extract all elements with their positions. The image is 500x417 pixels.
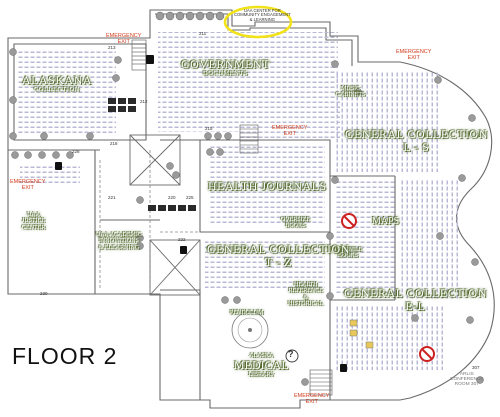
- room-211: 211: [199, 31, 207, 36]
- label-ccel: UAA CENTER FOR COMMUNITY ENGAGEMENT & LE…: [234, 8, 291, 22]
- ccel-1: UAA CENTER FOR: [243, 8, 281, 13]
- emergency-exit-4: EMERGENCY EXIT: [10, 179, 46, 192]
- room-230: 230: [40, 291, 48, 296]
- atrium: [129, 134, 201, 296]
- medical-sub: LIBRARY: [248, 371, 275, 378]
- no-food-icon: [341, 213, 435, 362]
- ccel-2: COMMUNITY ENGAGEMENT: [234, 12, 291, 18]
- exit-4-line1: EMERGENCY: [10, 179, 46, 185]
- health-journals-title: HEALTH JOURNALS: [208, 179, 327, 193]
- emergency-exit-2: EMERGENCY EXIT: [396, 49, 432, 62]
- medical-small: ALASKA: [249, 353, 274, 359]
- alaskana-sub: COLLECTION: [34, 85, 80, 93]
- label-alaskana: ALASKANA COLLECTION: [22, 74, 92, 93]
- conf-1: ARLIS: [459, 372, 474, 377]
- help-icon-circle: [285, 349, 299, 363]
- room-218: 218: [110, 141, 118, 146]
- room-215: 215: [205, 126, 213, 131]
- justice-1: UAA: [27, 212, 41, 218]
- gen-el-sub: E-L: [405, 298, 426, 313]
- exit-2-line1: EMERGENCY: [396, 49, 432, 55]
- juvenile-title: JUVENILE: [334, 247, 363, 253]
- shelving: [18, 32, 460, 370]
- innov-3: & ELEARNING: [98, 244, 140, 251]
- gen-ls-sub: L - S: [403, 139, 430, 154]
- stairs: [131, 39, 333, 396]
- innov-2: INNOVATIONS: [98, 238, 139, 245]
- exit-3-line2: EXIT: [283, 130, 296, 137]
- room-225: 225: [186, 195, 194, 200]
- exit-5-line2: EXIT: [305, 398, 318, 405]
- justice-3: CENTER: [22, 224, 46, 231]
- label-innovations: UAA ACADEMIC INNOVATIONS & ELEARNING: [96, 232, 142, 251]
- gen-ls-title: GENERAL COLLECTION: [345, 127, 488, 141]
- label-oversize: OVERSIZE BOOKS: [281, 217, 310, 230]
- room-220: 220: [168, 195, 176, 200]
- label-health-journals: HEALTH JOURNALS: [208, 180, 327, 193]
- room-221: 221: [108, 195, 116, 200]
- room-212: 212: [140, 99, 148, 104]
- health-ref-4: HISTORICAL: [288, 300, 324, 307]
- elevator-icons: [55, 55, 347, 372]
- label-pendulum: PENDULUM: [230, 310, 263, 316]
- government-title: GOVERNMENT: [181, 57, 270, 71]
- exit-5-line1: EMERGENCY: [294, 393, 330, 399]
- oversize-title: OVERSIZE: [281, 217, 310, 223]
- copier-icons: [349, 319, 374, 349]
- emergency-exit-5: EMERGENCY EXIT: [294, 393, 330, 406]
- label-gen-ls: GENERAL COLLECTION L - S: [345, 128, 488, 153]
- label-government: GOVERNMENT DOCUMENTS: [181, 58, 270, 77]
- label-gen-tz: GENERAL COLLECTION T - Z: [207, 243, 350, 268]
- label-gen-el: GENERAL COLLECTION E-L: [344, 287, 487, 312]
- exit-2-line2: EXIT: [407, 54, 420, 61]
- government-sub: DOCUMENTS: [203, 69, 248, 77]
- workstations: [108, 98, 196, 211]
- pendulum-title: PENDULUM: [230, 310, 264, 316]
- label-conference: ARLIS CONFERENCE ROOM 307: [450, 372, 484, 387]
- floor-title: FLOOR 2: [12, 343, 118, 369]
- conf-2: CONFERENCE: [450, 377, 484, 383]
- innov-1: UAA ACADEMIC: [96, 232, 142, 238]
- exit-1-line1: EMERGENCY: [106, 33, 142, 39]
- label-maps: MAPS: [372, 216, 400, 228]
- gen-tz-title: GENERAL COLLECTION: [207, 242, 350, 256]
- room-213: 213: [108, 45, 116, 50]
- justice-2: JUSTICE: [22, 218, 46, 225]
- room-222: 222: [178, 237, 186, 242]
- room-307: 307: [472, 365, 480, 370]
- health-ref-1: HEALTH: [294, 282, 318, 288]
- highlight-ellipse: [223, 5, 293, 39]
- maps-title: MAPS: [372, 216, 400, 227]
- emergency-exit-3: EMERGENCY EXIT: [272, 125, 308, 138]
- room-228: 228: [72, 149, 80, 154]
- gen-tz-sub: T - Z: [264, 254, 292, 269]
- emergency-exit-1: EMERGENCY EXIT: [106, 33, 142, 46]
- help-icon: ?: [288, 349, 294, 359]
- oversize-sub: BOOKS: [285, 223, 306, 230]
- health-ref-2: REFERENCE: [288, 288, 323, 295]
- medical-title: MEDICAL: [234, 358, 289, 373]
- music-sub: CABINETS: [336, 92, 366, 99]
- health-ref-3: &: [303, 294, 309, 301]
- label-medical: ALASKA MEDICAL LIBRARY: [234, 353, 289, 378]
- label-music: MUSIC CABINETS: [336, 86, 365, 99]
- facility-icons: [9, 11, 484, 386]
- pendulum-area: [231, 311, 269, 349]
- conf-3: ROOM 307: [454, 382, 479, 388]
- music-title: MUSIC: [341, 86, 361, 92]
- label-health-ref: HEALTH REFERENCE & HISTORICAL: [288, 282, 324, 307]
- ccel-3: & LEARNING: [249, 16, 276, 22]
- label-justice: UAA JUSTICE CENTER: [22, 212, 45, 231]
- exit-1-line2: EXIT: [117, 38, 130, 45]
- exit-3-line1: EMERGENCY: [272, 125, 308, 131]
- alaskana-title: ALASKANA: [22, 73, 92, 87]
- gen-el-title: GENERAL COLLECTION: [344, 286, 487, 300]
- exit-4-line2: EXIT: [21, 184, 34, 191]
- label-juvenile: JUVENILE BOOKS: [334, 247, 362, 260]
- juvenile-sub: BOOKS: [337, 253, 359, 260]
